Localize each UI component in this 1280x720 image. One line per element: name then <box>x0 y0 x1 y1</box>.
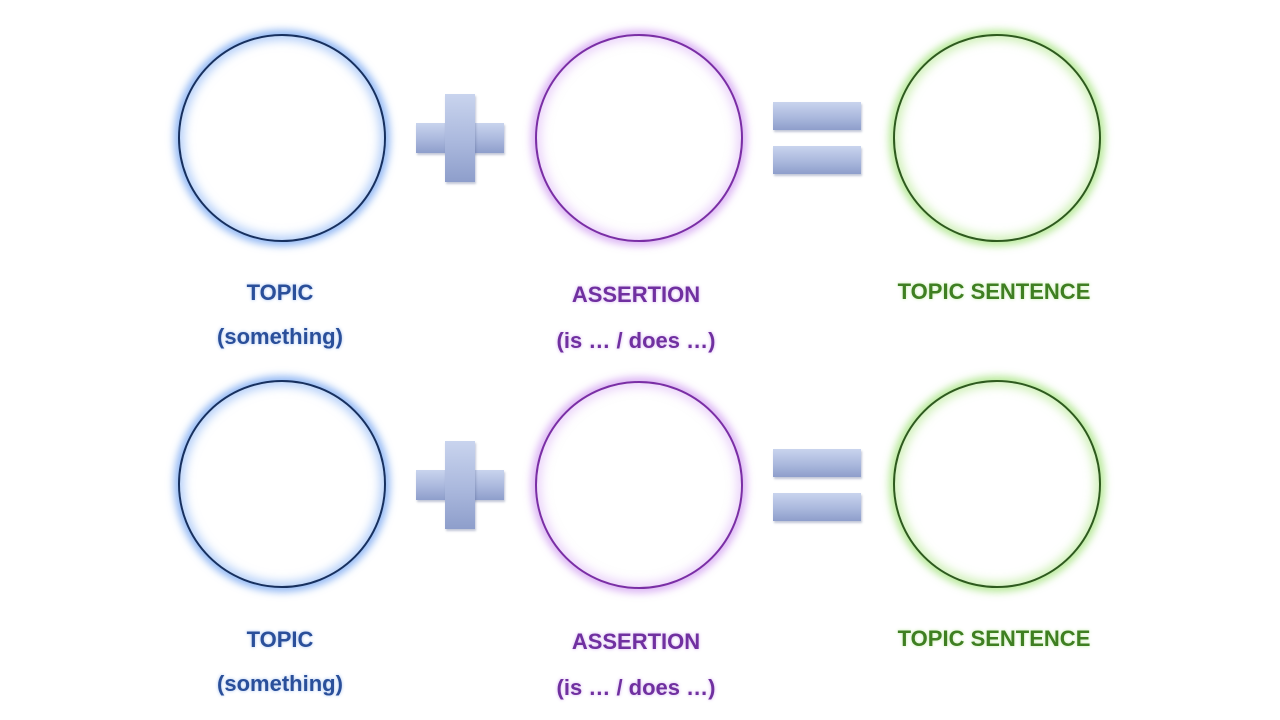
topic-sentence-label-1: TOPIC SENTENCE <box>897 279 1091 304</box>
assertion-label-2: ASSERTION <box>571 629 701 654</box>
topic-circle-2 <box>178 380 386 588</box>
plus-icon <box>416 441 504 529</box>
assertion-circle-2 <box>535 381 743 589</box>
topic-sentence-label-2: TOPIC SENTENCE <box>897 626 1091 651</box>
assertion-label-1: ASSERTION <box>571 282 701 307</box>
assertion-circle-1 <box>535 34 743 242</box>
topic-sentence-circle-2 <box>893 380 1101 588</box>
plus-icon <box>416 94 504 182</box>
topic-sublabel-2: (something) <box>217 671 343 696</box>
topic-circle-1 <box>178 34 386 242</box>
topic-label-2: TOPIC <box>246 627 314 652</box>
assertion-sublabel-1: (is … / does …) <box>556 328 716 353</box>
topic-sublabel-1: (something) <box>217 324 343 349</box>
equals-icon <box>773 102 861 174</box>
topic-label-1: TOPIC <box>246 280 314 305</box>
topic-sentence-circle-1 <box>893 34 1101 242</box>
equals-icon <box>773 449 861 521</box>
assertion-sublabel-2: (is … / does …) <box>556 675 716 700</box>
